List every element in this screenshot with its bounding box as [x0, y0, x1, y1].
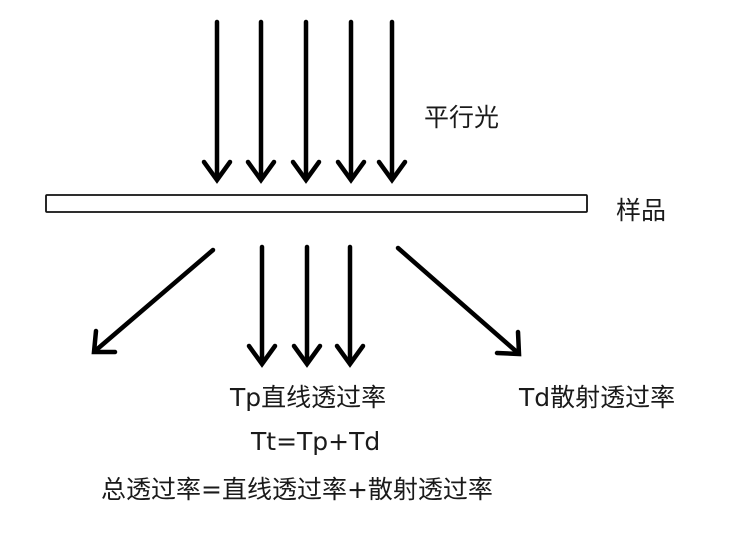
- diffuse-right-arrow-icon: [395, 245, 522, 357]
- transmittance-formula: Tt=Tp+Td: [251, 427, 381, 456]
- incident-arrow-icon: [335, 19, 367, 184]
- incident-arrow-icon: [245, 19, 277, 184]
- incident-arrow-icon: [201, 19, 233, 184]
- incident-light-arrows: [201, 19, 408, 184]
- direct-transmittance-label: Tp直线透过率: [230, 383, 387, 412]
- direct-arrow-icon: [291, 244, 323, 368]
- incident-arrow-icon: [376, 19, 408, 184]
- total-transmittance-formula: 总透过率=直线透过率+散射透过率: [101, 475, 493, 504]
- incident-arrow-icon: [290, 19, 322, 184]
- direct-arrow-icon: [334, 244, 366, 368]
- parallel-light-label: 平行光: [424, 103, 500, 132]
- diffuse-left-arrow-icon: [91, 247, 216, 355]
- direct-transmitted-arrows: [246, 244, 366, 368]
- sample-plate: [45, 194, 588, 213]
- sample-label: 样品: [616, 196, 667, 225]
- diffuse-transmittance-label: Td散射透过率: [519, 383, 676, 412]
- direct-arrow-icon: [246, 244, 278, 368]
